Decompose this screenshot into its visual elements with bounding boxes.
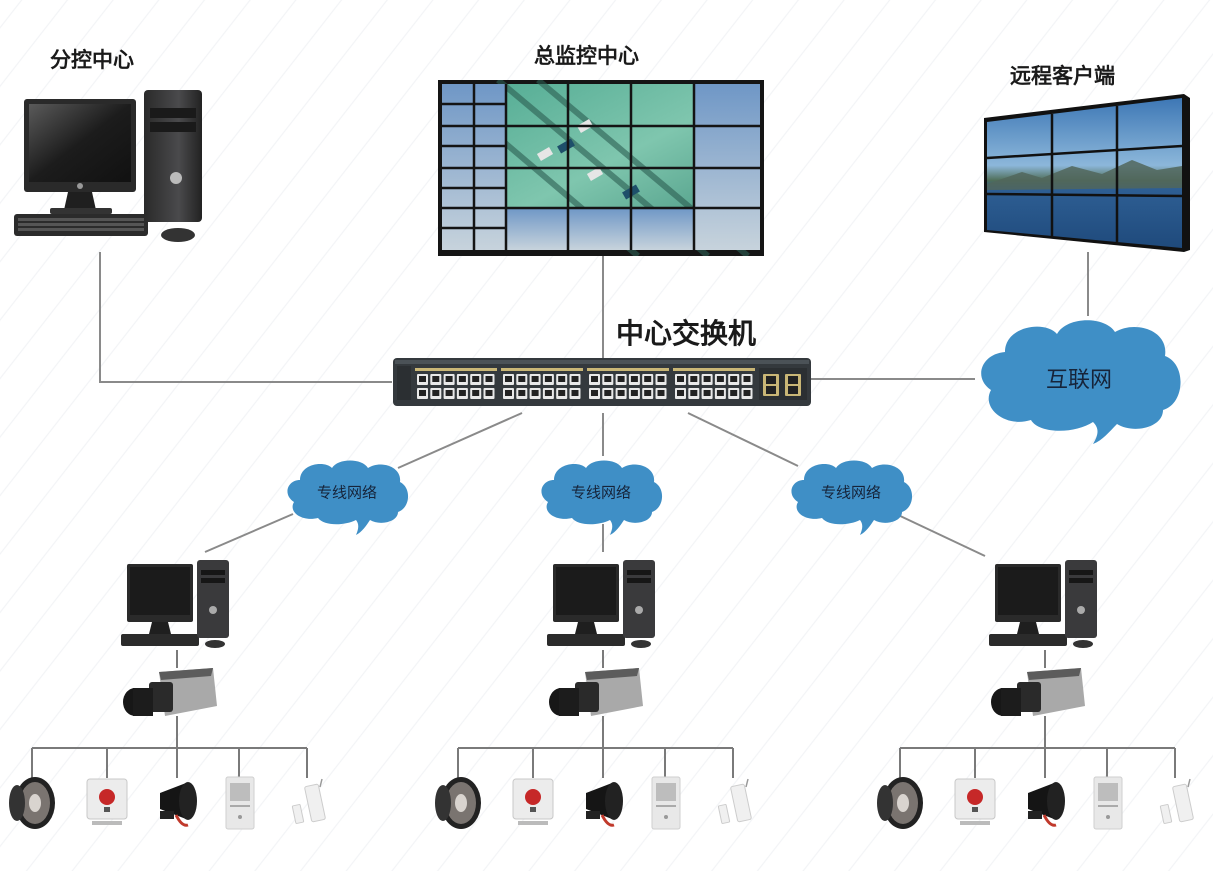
emergency-button-icon [512, 778, 554, 825]
desktop-computer-icon [121, 560, 229, 648]
branch-3-emergency-button [950, 775, 1000, 835]
branch-center-computer [12, 86, 210, 252]
remote-client-video-wall [982, 92, 1192, 252]
branch-2-emergency-button [508, 775, 558, 835]
branch-1-pir-detector [214, 775, 264, 835]
pir-detector-icon [1093, 776, 1123, 830]
main-center-video-wall [438, 77, 764, 259]
siren-icon [160, 782, 197, 827]
branch-2-pir-detector [640, 775, 690, 835]
branch-2-door-sensor [708, 775, 758, 835]
door-sensor-icon [1159, 778, 1194, 824]
wire-dedicated-1-to-branch-1 [204, 513, 294, 553]
branch-3-speaker [875, 775, 925, 835]
wire-switch-to-dedicated-1 [397, 412, 523, 469]
branch-center-label: 分控中心 [50, 48, 134, 72]
wire-dedicated-3-to-branch-3 [895, 513, 986, 557]
branch-2-speaker [433, 775, 483, 835]
branch-2-computer [545, 558, 657, 654]
cloud-icon [541, 460, 663, 535]
wire-switch-to-dedicated-3 [687, 412, 799, 467]
core-switch [393, 358, 811, 406]
branch-3-siren [1020, 775, 1070, 835]
branch-2-camera [547, 664, 647, 728]
speaker-icon [877, 777, 923, 829]
branch-3-pir-detector [1082, 775, 1132, 835]
dedicated-line-label: 专线网络 [316, 483, 378, 502]
pir-detector-icon [225, 776, 255, 830]
cloud-icon [981, 320, 1181, 444]
door-sensor-icon [291, 778, 326, 824]
speaker-icon [9, 777, 55, 829]
cloud-icon [287, 460, 409, 535]
video-wall-icon [984, 94, 1190, 252]
remote-client-label: 远程客户端 [1010, 64, 1115, 88]
branch-1-door-sensor [282, 775, 332, 835]
branch-1-computer [119, 558, 231, 654]
branch-1-siren [152, 775, 202, 835]
desktop-computer-icon [14, 90, 202, 242]
desktop-computer-icon [547, 560, 655, 648]
internet-cloud: 互联网 [975, 312, 1187, 446]
internet-label: 互联网 [1045, 368, 1113, 393]
main-center-label: 总监控中心 [534, 44, 639, 68]
siren-icon [586, 782, 623, 827]
branch-1-camera [121, 664, 221, 728]
dedicated-line-cloud-2: 专线网络 [538, 456, 664, 536]
video-wall-icon [438, 77, 764, 259]
camera-icon [549, 668, 643, 716]
dedicated-line-cloud-3: 专线网络 [788, 456, 914, 536]
dedicated-line-label: 专线网络 [820, 483, 882, 502]
core-switch-label: 中心交换机 [616, 317, 757, 350]
wire-branch-center-to-switch [99, 252, 392, 383]
branch-3-computer [987, 558, 1099, 654]
dedicated-line-cloud-1: 专线网络 [284, 456, 410, 536]
branch-2-siren [578, 775, 628, 835]
emergency-button-icon [954, 778, 996, 825]
emergency-button-icon [86, 778, 128, 825]
branch-3-door-sensor [1150, 775, 1200, 835]
door-sensor-icon [717, 778, 752, 824]
dedicated-line-label: 专线网络 [570, 483, 632, 502]
desktop-computer-icon [989, 560, 1097, 648]
network-switch-icon [393, 358, 811, 406]
camera-icon [991, 668, 1085, 716]
cloud-icon [791, 460, 913, 535]
branch-3-camera [989, 664, 1089, 728]
speaker-icon [435, 777, 481, 829]
branch-1-emergency-button [82, 775, 132, 835]
camera-icon [123, 668, 217, 716]
pir-detector-icon [651, 776, 681, 830]
branch-1-speaker [7, 775, 57, 835]
siren-icon [1028, 782, 1065, 827]
